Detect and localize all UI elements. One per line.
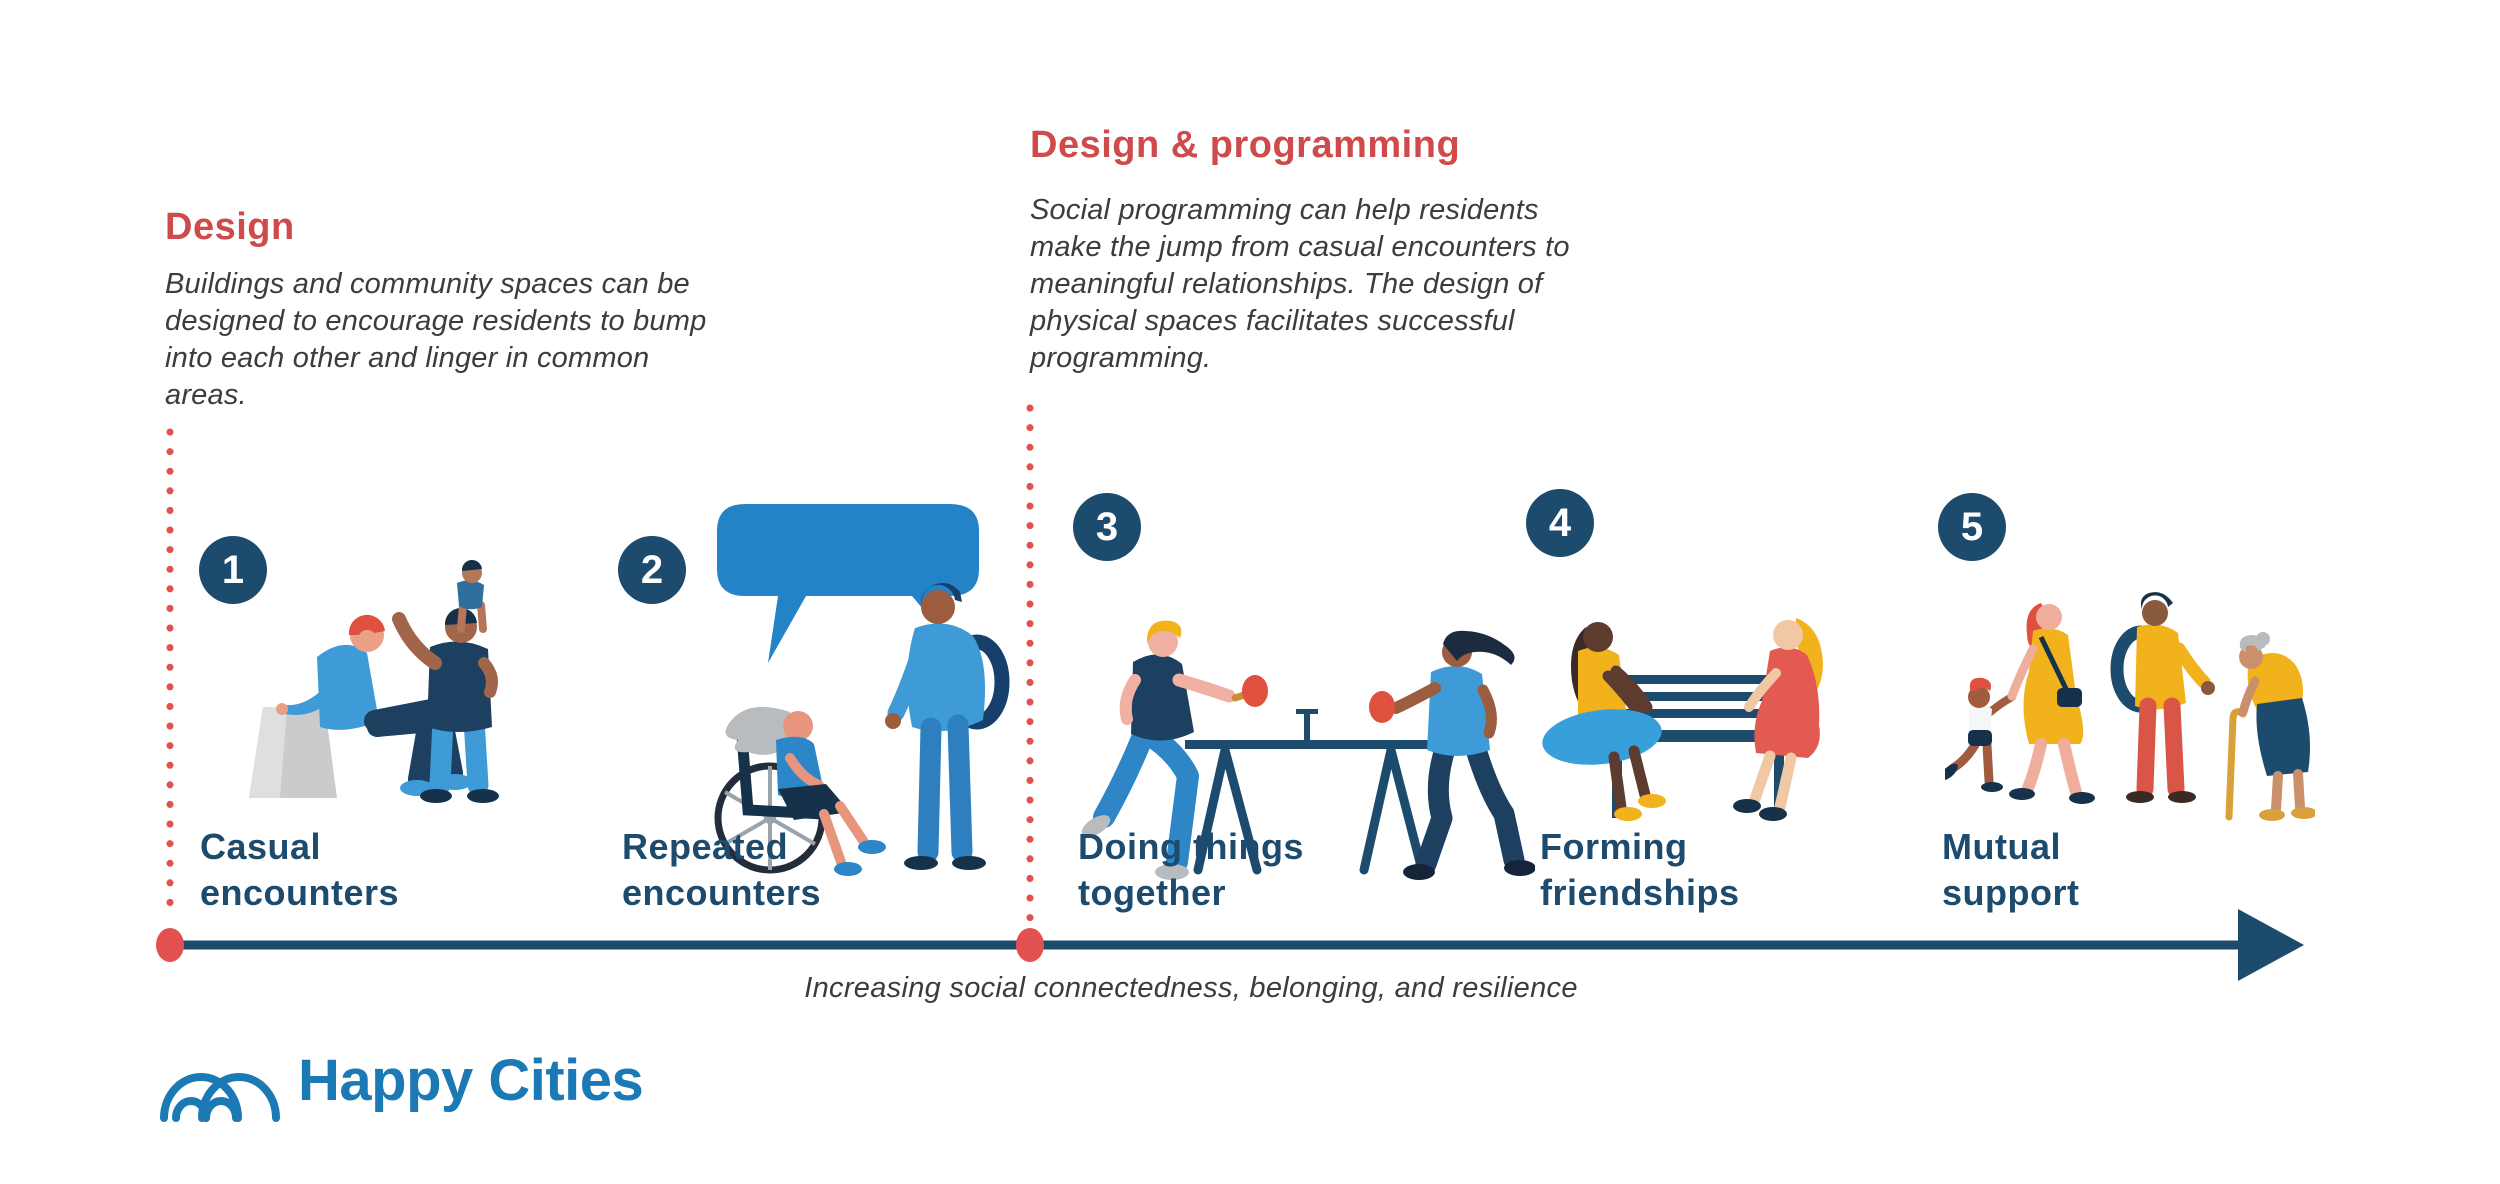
happy-cities-logo-text: Happy Cities bbox=[298, 1047, 644, 1113]
design-programming-section-body: Social programming can help residents ma… bbox=[1030, 194, 1570, 374]
illustration-doing-things-together bbox=[1081, 620, 1535, 880]
happy-cities-logo-icon bbox=[160, 1073, 280, 1122]
child bbox=[1945, 677, 2016, 792]
speech-bubble-icon bbox=[717, 504, 979, 663]
stage-1-number: 1 bbox=[221, 547, 245, 592]
illustration-repeated-encounters bbox=[714, 504, 1010, 876]
stage-2-label: Repeated encounters bbox=[622, 826, 822, 913]
stage-3-label: Doing things together bbox=[1078, 826, 1304, 913]
player-right bbox=[1369, 630, 1535, 880]
timeline-marker-dot-2 bbox=[1016, 928, 1044, 962]
stage-2-number: 2 bbox=[640, 547, 664, 592]
stage-4-number: 4 bbox=[1548, 500, 1572, 545]
timeline-caption: Increasing social connectedness, belongi… bbox=[804, 972, 1578, 1004]
illustration-casual-encounters bbox=[249, 559, 499, 803]
design-programming-section-heading: Design & programming bbox=[1030, 124, 1461, 166]
man-with-backpack bbox=[2110, 592, 2215, 803]
stage-1-number-badge: 1 bbox=[199, 536, 267, 604]
waving-parent-with-child bbox=[392, 559, 499, 803]
player-left bbox=[1081, 620, 1268, 880]
stage-4-number-badge: 4 bbox=[1526, 489, 1594, 557]
stage-2-number-badge: 2 bbox=[618, 536, 686, 604]
standing-person-with-backpack bbox=[885, 583, 1010, 870]
stage-4-label: Forming friendships bbox=[1540, 826, 1740, 913]
stage-1-label: Casual encounters bbox=[200, 826, 400, 913]
timeline-marker-dot-1 bbox=[156, 928, 184, 962]
ping-pong-table bbox=[1185, 709, 1429, 875]
illustration-forming-friendships bbox=[1542, 618, 1823, 821]
woman-left bbox=[1542, 622, 1666, 821]
design-section-body: Buildings and community spaces can be de… bbox=[165, 268, 707, 411]
woman-right bbox=[1733, 618, 1823, 821]
stage-5-number-badge: 5 bbox=[1938, 493, 2006, 561]
timeline-arrowhead-icon bbox=[2238, 909, 2304, 981]
illustration-mutual-support bbox=[1945, 592, 2315, 821]
mother bbox=[2007, 603, 2095, 804]
stage-3-number-badge: 3 bbox=[1073, 493, 1141, 561]
person-in-wheelchair bbox=[714, 706, 886, 876]
stage-5-label: Mutual support bbox=[1942, 826, 2080, 913]
stage-3-number: 3 bbox=[1095, 504, 1119, 549]
stage-5-number: 5 bbox=[1960, 504, 1984, 549]
design-section-heading: Design bbox=[165, 206, 295, 248]
elderly-woman-with-cane bbox=[2225, 632, 2315, 821]
happy-cities-logo: Happy Cities bbox=[158, 1038, 644, 1122]
